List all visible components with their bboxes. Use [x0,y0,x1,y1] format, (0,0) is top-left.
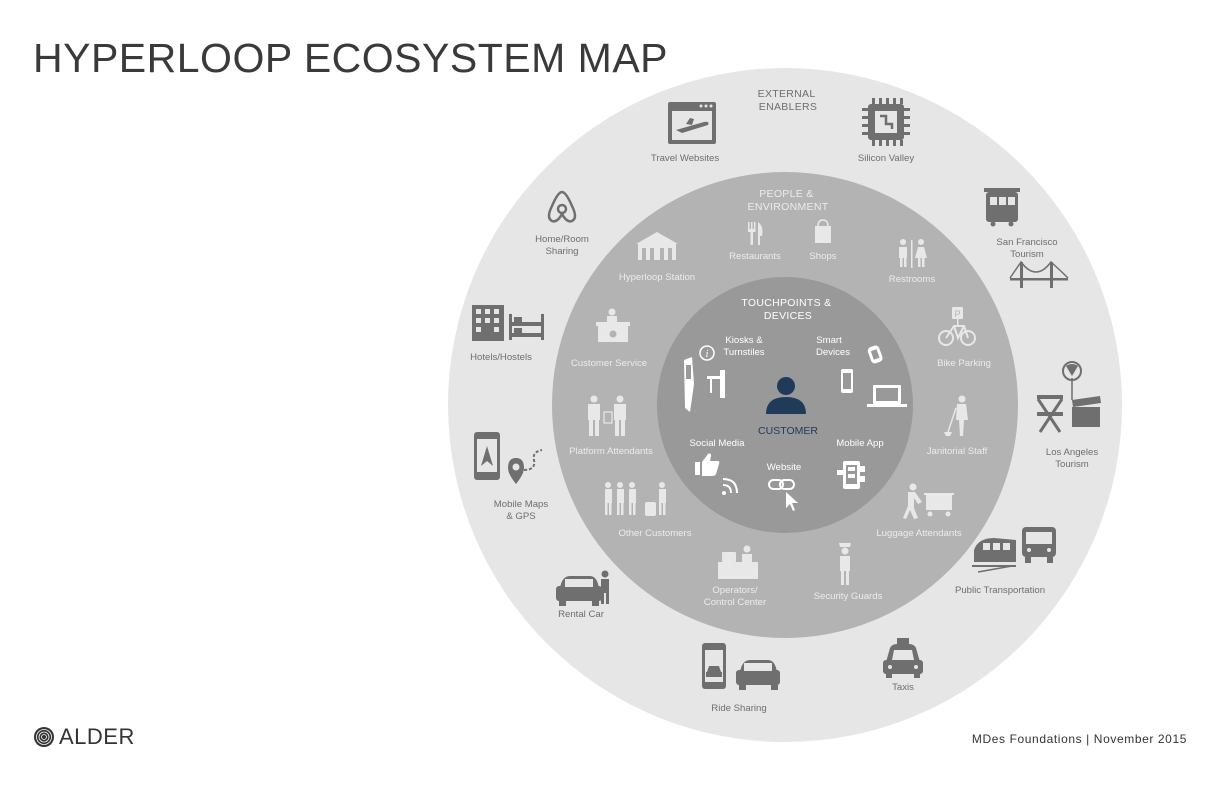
item-label: Public Transportation [955,585,1045,596]
footer-credit: MDes Foundations | November 2015 [971,732,1187,746]
microchip-icon [862,98,910,146]
shops-item: Shops [809,219,837,262]
item-label: Janitorial Staff [927,446,988,457]
service-desk-icon [596,308,630,342]
item-label: Mobile App [836,438,883,449]
alder-logo-icon [34,727,54,747]
director-chair-icon [1036,361,1101,433]
bike-parking-item: P Bike Parking [937,307,991,369]
social-media-item: Social Media [690,438,746,495]
mobile-app-icon [837,461,865,489]
item-label: Mobile Maps& GPS [494,499,549,522]
item-label: Travel Websites [651,153,719,164]
mobile-maps-item: Mobile Maps& GPS [474,432,548,522]
people-ring-header: PEOPLE & ENVIRONMENT [748,188,829,213]
item-label: Restaurants [729,251,781,262]
public-transportation-item: Public Transportation [955,527,1056,596]
thumbs-up-icon [695,453,738,495]
item-label: Restrooms [889,274,936,285]
item-label: Shops [809,251,836,262]
control-desk-icon [718,545,758,579]
item-label: Hyperloop Station [619,272,695,283]
silicon-valley-item: Silicon Valley [858,98,915,164]
restroom-icon [899,239,927,268]
station-icon [636,232,678,260]
taxi-icon [883,638,923,678]
restrooms-item: Restrooms [889,239,936,285]
guard-icon [839,543,851,585]
kiosks-turnstiles-item: Kiosks &Turnstiles i [684,335,765,412]
fork-knife-icon [748,222,763,245]
page-title: HYPERLOOP ECOSYSTEM MAP [33,35,669,81]
item-label: Taxis [892,682,914,693]
alder-logo: ALDER [33,724,135,750]
cable-car-bridge-icon [984,188,1069,288]
item-label: Operators/Control Center [704,585,767,608]
platform-attendants-item: Platform Attendants [569,395,653,457]
operators-control-center-item: Operators/Control Center [704,545,767,608]
devices-icon [841,345,907,407]
logo-text: ALDER [59,724,135,749]
attendant-icon [588,395,626,436]
security-guards-item: Security Guards [814,543,883,602]
travel-websites-item: Travel Websites [651,102,719,164]
crowd-icon [605,482,666,516]
item-label: Website [767,462,801,473]
janitor-icon [944,395,968,436]
item-label: Platform Attendants [569,446,653,457]
train-bus-icon [972,527,1056,573]
customer-label: CUSTOMER [758,425,818,437]
svg-text:i: i [706,349,709,360]
airbnb-icon [547,190,577,223]
touchpoints-ring-header: TOUCHPOINTS & DEVICES [741,297,834,322]
item-label: Other Customers [618,528,691,539]
other-customers-item: Other Customers [605,482,692,539]
mobile-app-item: Mobile App [836,438,884,489]
svg-text:P: P [954,309,960,319]
item-label: Silicon Valley [858,153,915,164]
kiosk-icon: i [684,345,725,412]
person-icon [766,377,806,414]
item-label: Ride Sharing [711,703,766,714]
item-label: Social Media [690,438,746,449]
item-label: Luggage Attendants [876,528,962,539]
hyperloop-station-item: Hyperloop Station [619,232,695,283]
item-label: Customer Service [571,358,647,369]
hotels-hostels-item: Hotels/Hostels [470,305,544,363]
restaurants-item: Restaurants [729,222,781,262]
link-cursor-icon [768,479,798,511]
luggage-attendants-item: Luggage Attendants [876,483,962,539]
janitorial-staff-item: Janitorial Staff [927,395,988,457]
rental-car-item: Rental Car [556,570,609,620]
customer-center: CUSTOMER [758,377,818,437]
car-person-icon [556,570,609,606]
item-label: Security Guards [814,591,883,602]
external-ring-header: EXTERNAL ENABLERS [758,88,819,113]
phone-car-icon [702,643,780,690]
airplane-browser-icon [668,102,716,144]
item-label: Hotels/Hostels [470,352,532,363]
item-label: Bike Parking [937,358,991,369]
item-label: Rental Car [558,609,605,620]
luggage-cart-icon [903,483,954,519]
bike-icon: P [938,307,976,346]
map-pin-icon [474,432,543,484]
ride-sharing-item: Ride Sharing [702,643,780,714]
website-item: Website [767,462,801,511]
customer-service-item: Customer Service [571,308,647,369]
taxis-item: Taxis [883,638,923,693]
hotel-bed-icon [472,305,544,341]
item-label: Kiosks &Turnstiles [723,335,764,358]
shopping-bag-icon [815,219,831,243]
